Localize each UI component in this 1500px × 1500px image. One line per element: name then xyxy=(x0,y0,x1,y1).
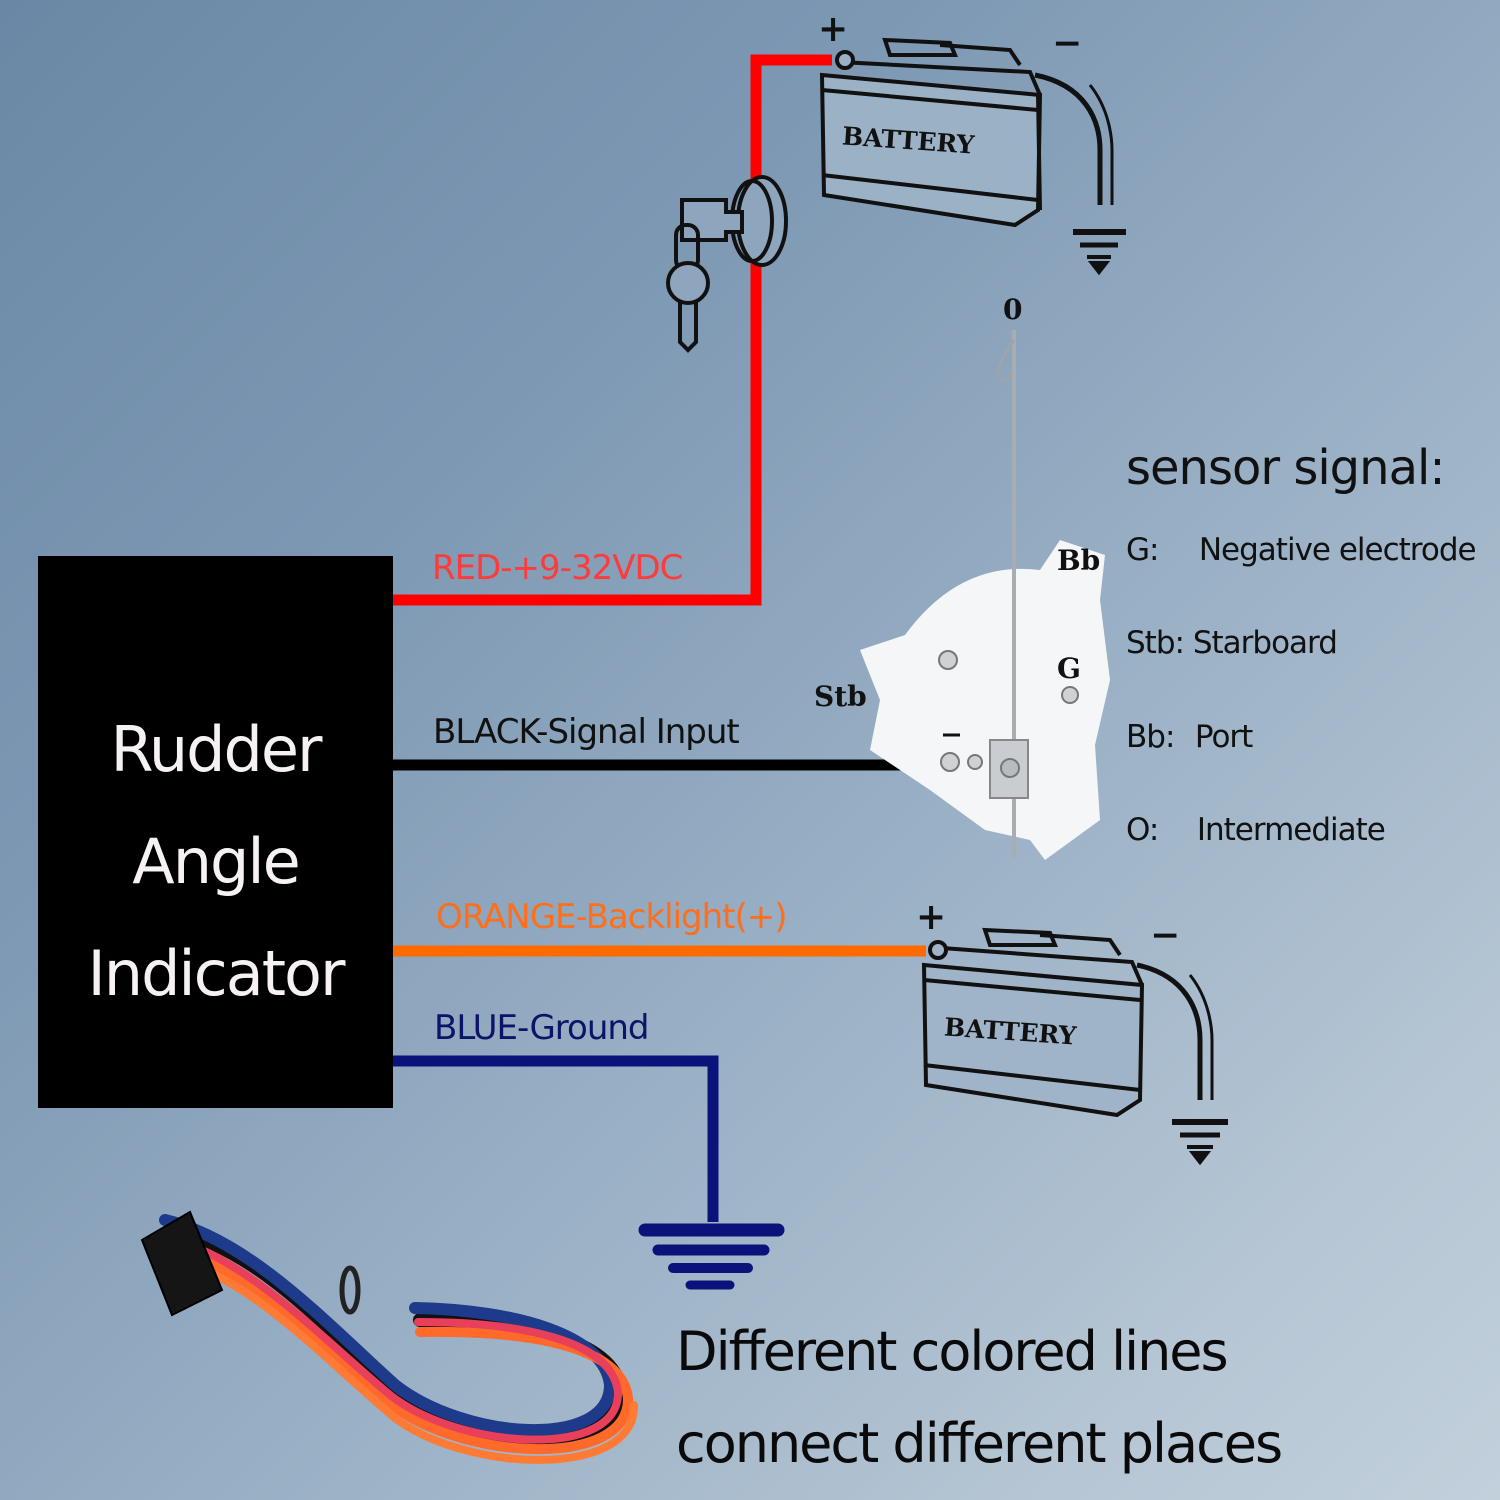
battery-1-plus: + xyxy=(818,8,849,50)
red-wire-label: RED-+9-32VDC xyxy=(432,548,683,588)
legend-item: Bb: Port xyxy=(1126,719,1253,755)
caption-line-1: Different colored lines xyxy=(676,1320,1229,1383)
sensor-terminal-stb: Stb xyxy=(814,680,867,713)
battery-1-minus: − xyxy=(1052,22,1083,64)
battery-icon xyxy=(921,927,1228,1166)
legend-title: sensor signal: xyxy=(1126,440,1445,496)
battery-2-plus: + xyxy=(916,896,947,938)
sensor-terminal-bb: Bb xyxy=(1057,544,1101,577)
red-wire xyxy=(393,54,832,606)
caption-line-2: connect different places xyxy=(676,1412,1283,1475)
legend-key: G: xyxy=(1126,532,1159,568)
black-wire-label: BLACK-Signal Input xyxy=(433,712,740,752)
legend-value: Starboard xyxy=(1192,625,1338,661)
indicator-title-line-3: Indicator xyxy=(87,937,346,1010)
legend-item: Stb: Starboard xyxy=(1126,625,1338,661)
sensor-terminal-o: 0 xyxy=(1003,293,1023,326)
legend-item: G: Negative electrode xyxy=(1126,532,1477,568)
legend-value: Negative electrode xyxy=(1198,532,1477,568)
orange-wire-label: ORANGE-Backlight(+) xyxy=(436,897,788,937)
legend-value: Intermediate xyxy=(1196,812,1386,848)
legend-key: O: xyxy=(1126,812,1159,848)
ignition-key-switch-icon xyxy=(666,175,788,353)
rudder-angle-indicator-box: Rudder Angle Indicator xyxy=(38,556,393,1108)
legend-key: Bb: xyxy=(1126,719,1175,755)
legend-item: O: Intermediate xyxy=(1126,812,1386,848)
blue-wire xyxy=(393,1055,719,1222)
ground-symbol-icon xyxy=(638,1223,785,1290)
wire-harness-icon xyxy=(140,1210,639,1464)
sensor-terminal-g: G xyxy=(1057,652,1081,685)
battery-2-minus: − xyxy=(1150,914,1181,956)
legend-key: Stb: xyxy=(1126,625,1185,661)
legend-value: Port xyxy=(1194,719,1253,755)
rudder-sensor-icon xyxy=(860,330,1110,860)
blue-wire-label: BLUE-Ground xyxy=(434,1008,650,1048)
battery-icon xyxy=(819,37,1126,276)
indicator-title-line-1: Rudder xyxy=(110,713,323,786)
indicator-title-line-2: Angle xyxy=(132,825,300,898)
